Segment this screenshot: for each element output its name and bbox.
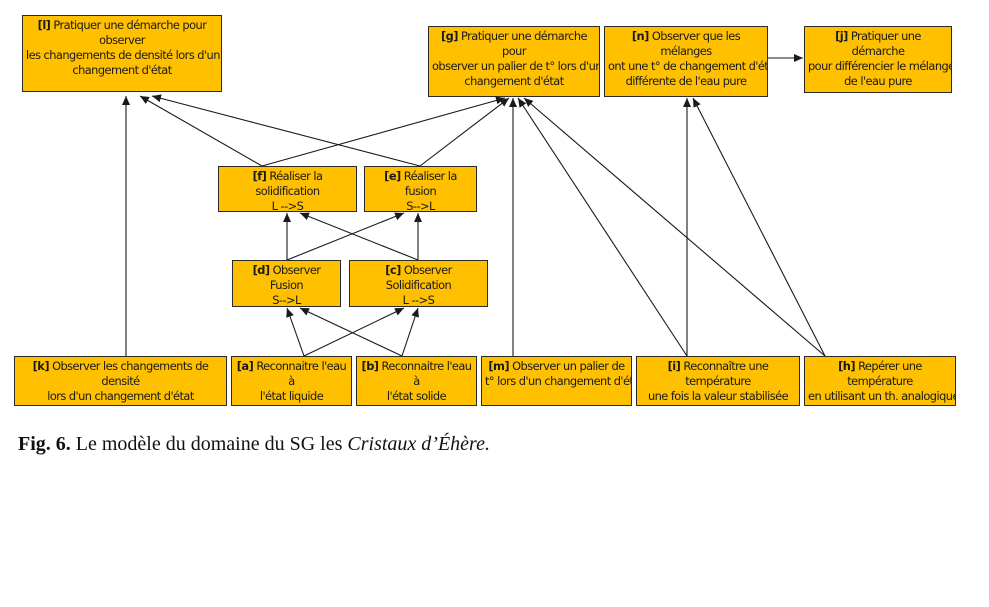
caption-fig-label: Fig. 6.	[18, 433, 71, 455]
node-a-tag: [a]	[236, 359, 254, 373]
edge-i-to-g	[517, 97, 688, 357]
edge-e-to-l	[151, 94, 421, 167]
node-c: [c] Observer Solidification L -->S	[349, 260, 488, 307]
node-f-tag: [f]	[252, 169, 267, 183]
node-n-line-3: différente de l'eau pure	[625, 74, 747, 88]
node-k-line-2: lors d'un changement d'état	[47, 389, 194, 403]
edge-h-to-n	[692, 97, 826, 357]
caption-italic-title: Cristaux d’Éhère.	[347, 433, 490, 455]
node-g: [g] Pratiquer une démarche pour observer…	[428, 26, 600, 97]
node-f-line-2: L -->S	[271, 199, 304, 212]
node-f-line-1: Réaliser la solidification	[255, 169, 323, 198]
node-d-line-1: Observer Fusion	[269, 263, 321, 292]
node-l: [l] Pratiquer une démarche pour observer…	[22, 15, 222, 92]
edge-f-to-g	[261, 96, 506, 167]
edge-b-to-c	[401, 307, 419, 357]
edge-c-to-f	[299, 212, 419, 261]
node-e-tag: [e]	[384, 169, 401, 183]
node-c-line-2: L -->S	[402, 293, 435, 307]
edge-a-to-d	[286, 307, 305, 357]
edge-d-to-e	[286, 212, 405, 261]
node-b: [b] Reconnaitre l'eau à l'état solide	[356, 356, 477, 406]
node-i-line-1: Reconnaître une température	[683, 359, 769, 388]
node-g-line-3: changement d'état	[464, 74, 564, 88]
node-n-tag: [n]	[631, 29, 649, 43]
node-m: [m] Observer un palier de t° lors d'un c…	[481, 356, 632, 406]
node-j-line-1: Pratiquer une démarche	[850, 29, 922, 58]
node-h: [h] Repérer une température en utilisant…	[804, 356, 956, 406]
node-e: [e] Réaliser la fusion S-->L	[364, 166, 477, 212]
edge-a-to-c	[303, 307, 405, 357]
node-m-tag: [m]	[488, 359, 510, 373]
edge-f-to-l	[139, 95, 263, 167]
node-g-line-1: Pratiquer une démarche pour	[461, 29, 587, 58]
node-c-line-1: Observer Solidification	[385, 263, 453, 292]
edge-e-to-g	[419, 97, 510, 167]
node-i-line-2: une fois la valeur stabilisée	[647, 389, 789, 403]
node-d-line-2: S-->L	[272, 293, 301, 307]
node-b-line-2: l'état solide	[386, 389, 447, 403]
edge-b-to-d	[299, 307, 403, 357]
caption-text: Le modèle du domaine du SG les	[70, 433, 348, 455]
figure-caption: Fig. 6. Le modèle du domaine du SG les C…	[18, 433, 490, 456]
node-j-line-3: de l'eau pure	[844, 74, 912, 88]
node-h-line-1: Repérer une température	[847, 359, 922, 388]
node-i-tag: [i]	[667, 359, 681, 373]
node-e-line-2: S-->L	[406, 199, 435, 212]
node-h-tag: [h]	[838, 359, 855, 373]
node-l-line-3: changement d'état	[72, 63, 172, 77]
node-n: [n] Observer que les mélanges ont une t°…	[604, 26, 768, 97]
node-k-line-1: Observer les changements de densité	[52, 359, 209, 388]
node-c-tag: [c]	[385, 263, 401, 277]
node-d: [d] Observer Fusion S-->L	[232, 260, 341, 307]
node-f: [f] Réaliser la solidification L -->S	[218, 166, 357, 212]
node-l-tag: [l]	[37, 18, 51, 32]
node-b-tag: [b]	[361, 359, 379, 373]
node-l-line-2: les changements de densité lors d'un	[26, 48, 220, 62]
node-n-line-1: Observer que les mélanges	[651, 29, 741, 58]
node-a: [a] Reconnaitre l'eau à l'état liquide	[231, 356, 352, 406]
node-l-line-1: Pratiquer une démarche pour observer	[53, 18, 207, 47]
node-a-line-2: l'état liquide	[259, 389, 324, 403]
node-b-line-1: Reconnaitre l'eau à	[381, 359, 472, 388]
node-j-line-2: pour différencier le mélange	[808, 59, 952, 73]
node-h-line-2: en utilisant un th. analogique	[808, 389, 956, 403]
node-m-line-1: Observer un palier de	[512, 359, 625, 373]
node-m-line-2: t° lors d'un changement d'état	[485, 374, 632, 388]
node-a-line-1: Reconnaitre l'eau à	[256, 359, 347, 388]
node-j-tag: [j]	[835, 29, 848, 43]
node-k-tag: [k]	[32, 359, 50, 373]
node-i: [i] Reconnaître une température une fois…	[636, 356, 800, 406]
node-e-line-1: Réaliser la fusion	[403, 169, 458, 198]
node-n-line-2: ont une t° de changement d'état	[608, 59, 768, 73]
node-g-tag: [g]	[441, 29, 458, 43]
node-d-tag: [d]	[252, 263, 270, 277]
edge-h-to-g	[523, 97, 826, 357]
node-g-line-2: observer un palier de t° lors d'un	[432, 59, 600, 73]
node-j: [j] Pratiquer une démarche pour différen…	[804, 26, 952, 93]
node-k: [k] Observer les changements de densité …	[14, 356, 227, 406]
